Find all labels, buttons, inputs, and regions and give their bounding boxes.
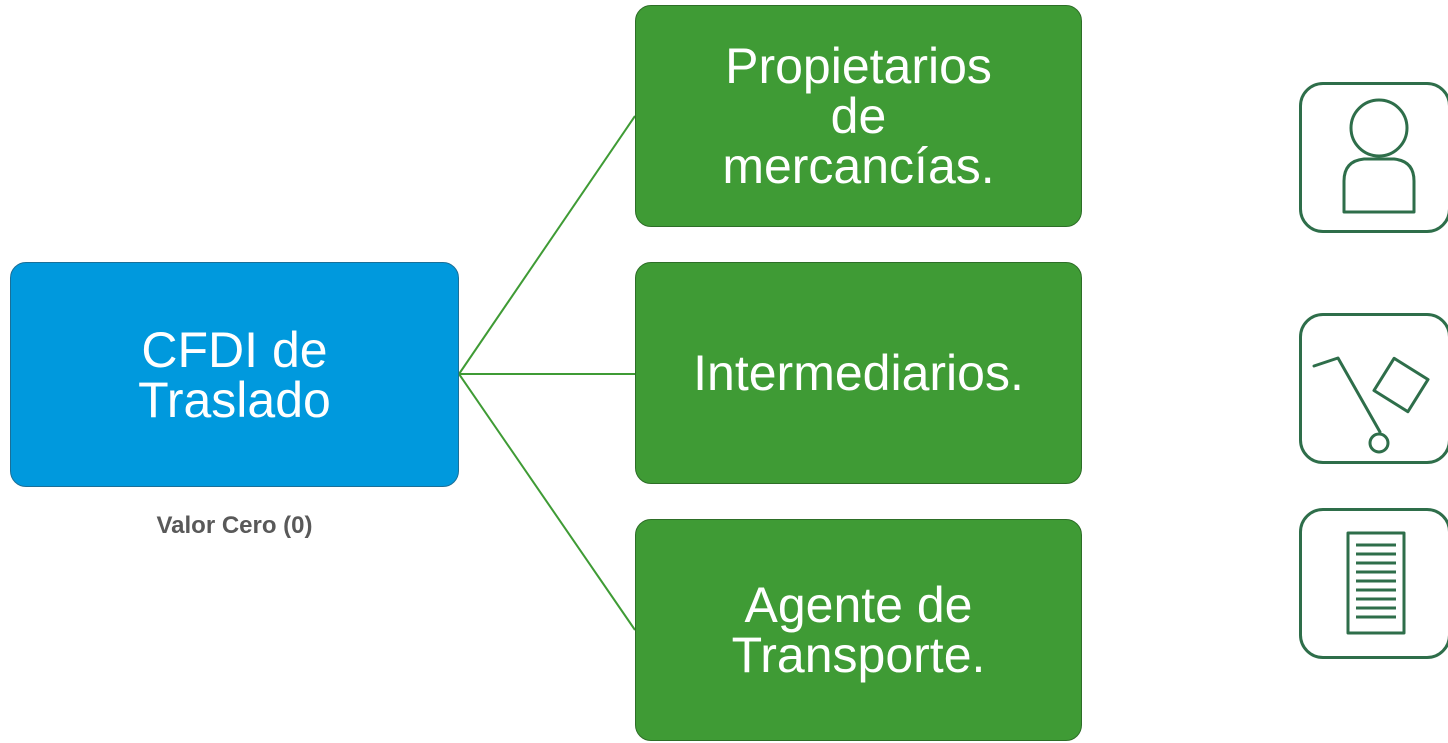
document-icon <box>1299 508 1448 659</box>
connector-line-top <box>458 115 636 375</box>
connector-line-bottom <box>458 373 636 631</box>
branch-node-propietarios: Propietarios de mercancías. <box>635 5 1082 227</box>
branch-node-intermediarios: Intermediarios. <box>635 262 1082 484</box>
root-node-cfdi-traslado: CFDI de Traslado <box>10 262 459 487</box>
branch-node-agente-transporte: Agente de Transporte. <box>635 519 1082 741</box>
person-icon <box>1299 82 1448 233</box>
hand-truck-icon <box>1299 313 1448 464</box>
root-caption: Valor Cero (0) <box>156 512 313 539</box>
